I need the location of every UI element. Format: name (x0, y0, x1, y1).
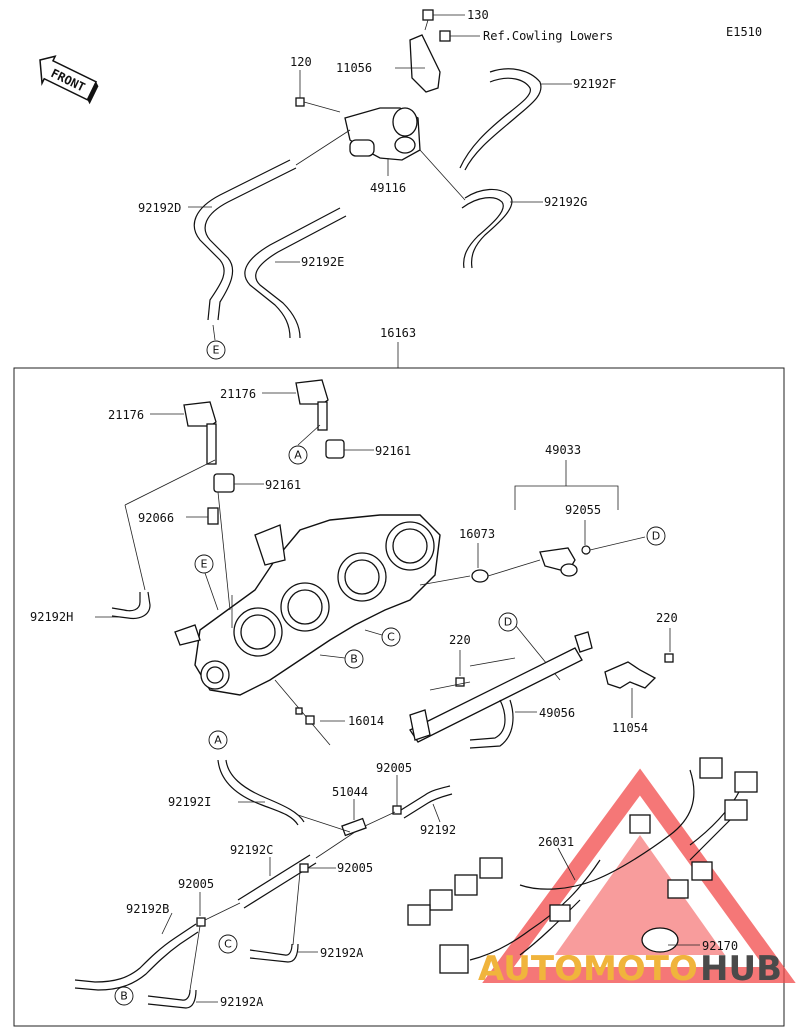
watermark-text-hub: HUB (700, 949, 782, 989)
hose-92192D (188, 129, 351, 321)
cap-92066 (186, 507, 219, 525)
marker-D-rail-label: D (504, 616, 512, 629)
callout-220-left: 220 (449, 633, 471, 647)
callout-11056: 11056 (336, 61, 372, 75)
callout-92192C: 92192C (230, 843, 273, 857)
callout-16073: 16073 (459, 527, 495, 541)
marker-D-right-label: D (652, 530, 660, 543)
callout-49056: 49056 (539, 706, 575, 720)
valve-49116 (344, 107, 421, 176)
marker-E-top (206, 340, 226, 360)
hose-92192G (419, 149, 543, 269)
callout-92192F: 92192F (573, 77, 616, 91)
injector-49033 (539, 547, 578, 577)
front-arrow-icon: FRONT (39, 55, 99, 105)
hose-92192H (95, 459, 216, 620)
callout-92192H: 92192H (30, 610, 73, 624)
marker-E-top-label: E (213, 344, 220, 357)
callout-51044: 51044 (332, 785, 368, 799)
callout-92170: 92170 (702, 939, 738, 953)
callout-120: 120 (290, 55, 312, 69)
callout-92192B: 92192B (126, 902, 169, 916)
callout-11054: 11054 (612, 721, 648, 735)
callout-92192A-lower: 92192A (220, 995, 264, 1009)
marker-B-body (344, 649, 364, 669)
hose-92192F (459, 68, 572, 171)
callout-92192I: 92192I (168, 795, 211, 809)
marker-B-body-label: B (350, 653, 358, 666)
hose-92192A-lower (147, 925, 218, 1009)
wiring-harness-26031 (407, 757, 758, 974)
screw-120 (295, 70, 341, 113)
marker-C-bottom-label: C (224, 938, 232, 951)
screw-16014 (274, 679, 345, 746)
marker-E-body (194, 554, 214, 574)
callout-220-right: 220 (656, 611, 678, 625)
callout-92192G: 92192G (544, 195, 587, 209)
hose-92192E (244, 207, 347, 339)
assembly-number: 16163 (380, 326, 416, 340)
joint-92005-left (196, 892, 241, 927)
seal-16073 (471, 569, 489, 583)
screw-ref-cowling (439, 30, 480, 42)
callout-92192A-upper: 92192A (320, 946, 364, 960)
callout-92192: 92192 (420, 823, 456, 837)
callout-92161-left: 92161 (265, 478, 301, 492)
watermark-text-automoto: AUTOMOTO (478, 949, 698, 989)
joint-92005-mid (299, 863, 336, 873)
callout-92055: 92055 (565, 503, 601, 517)
fuel-rail-49056 (409, 631, 593, 749)
sensor-21176-left (150, 401, 217, 465)
marker-C-body-label: C (387, 631, 395, 644)
bolt-220-left (455, 677, 465, 687)
o-ring-92055 (581, 545, 591, 555)
callout-49033: 49033 (545, 443, 581, 457)
assembly-box (13, 367, 785, 1027)
callout-21176-right: 21176 (220, 387, 256, 401)
hose-92192B (74, 912, 199, 991)
sensor-21176-right (262, 379, 329, 431)
bolt-220-right (664, 653, 674, 663)
callout-92005-mid: 92005 (337, 861, 373, 875)
marker-B-bottom-label: B (120, 990, 128, 1003)
bracket-11056 (395, 34, 441, 93)
marker-E-body-label: E (201, 558, 208, 571)
callout-92192E: 92192E (301, 255, 344, 269)
marker-A-bottom (208, 730, 228, 750)
callout-92066: 92066 (138, 511, 174, 525)
marker-D-right (646, 526, 666, 546)
marker-A-top-label: A (294, 449, 302, 462)
band-92170 (641, 927, 700, 953)
fitting-92161-right (325, 439, 374, 459)
joint-92005-top (364, 775, 402, 827)
marker-D-rail (498, 612, 518, 632)
throttle-body-assembly (174, 491, 441, 696)
hose-92192I (217, 759, 305, 826)
group-bracket-49033 (514, 485, 619, 510)
marker-C-body (381, 627, 401, 647)
hose-92192 (400, 785, 453, 823)
marker-C-bottom (218, 934, 238, 954)
callout-92192D: 92192D (138, 201, 181, 215)
hose-92192A-upper (249, 871, 318, 963)
callout-92005-left: 92005 (178, 877, 214, 891)
callout-130: 130 (467, 8, 489, 22)
callout-92161-right: 92161 (375, 444, 411, 458)
bracket-11054 (604, 661, 657, 718)
bolt-130 (422, 9, 465, 31)
callout-92005-top: 92005 (376, 761, 412, 775)
callout-21176-left: 21176 (108, 408, 144, 422)
callout-26031: 26031 (538, 835, 574, 849)
callout-49116: 49116 (370, 181, 406, 195)
tube-51044 (297, 799, 367, 837)
marker-A-top (288, 445, 308, 465)
callout-16014: 16014 (348, 714, 384, 728)
diagram-code: E1510 (726, 25, 762, 39)
marker-A-bottom-label: A (214, 734, 222, 747)
marker-B-bottom (114, 986, 134, 1006)
fitting-92161-left (213, 473, 264, 493)
ref-cowling-note: Ref.Cowling Lowers (483, 29, 613, 43)
